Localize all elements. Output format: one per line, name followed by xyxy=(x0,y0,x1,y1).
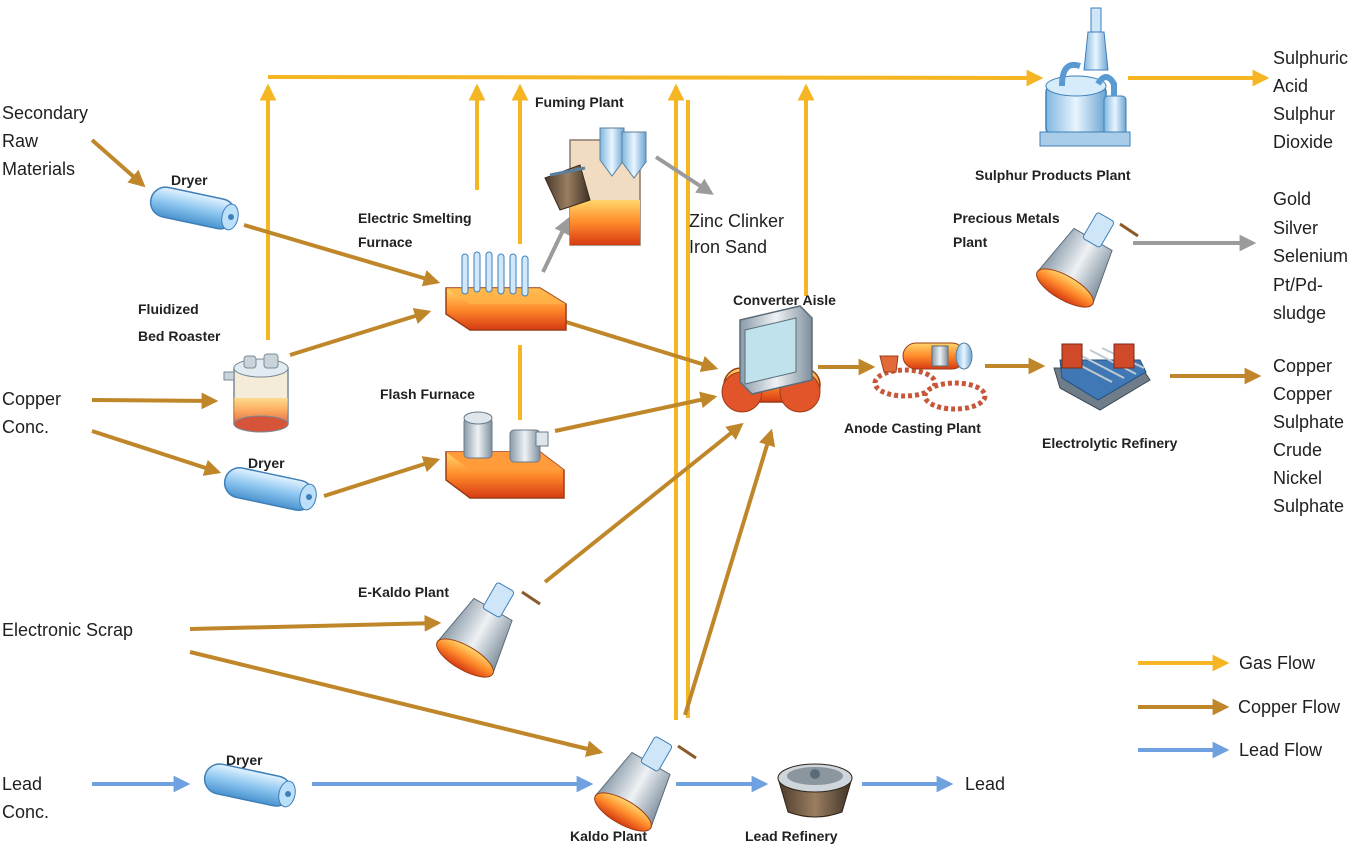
electronic-scrap-label: Electronic Scrap xyxy=(2,620,134,640)
gas-main-header xyxy=(267,69,1044,87)
lead-refinery-label: Lead Refinery xyxy=(745,828,838,844)
dryer-2-icon xyxy=(223,467,317,511)
silver-text: Silver xyxy=(1273,217,1319,238)
cu-ekaldo-to-converter xyxy=(543,422,744,584)
lead-conc-label: Lead Conc. xyxy=(2,770,49,826)
electric-smelting-furnace-icon xyxy=(445,251,567,331)
cu-scrap-to-ekaldo xyxy=(189,614,442,632)
lead-output-label: Lead xyxy=(965,774,1006,794)
copper-conc-line-1: Copper xyxy=(2,389,62,409)
dryer-3-icon xyxy=(203,763,296,808)
byproduct-arrows xyxy=(541,155,1257,273)
converter-icon xyxy=(721,305,821,413)
electric-smelting-line-2: Furnace xyxy=(358,234,413,250)
copper-conc-line-2: Conc. xyxy=(2,417,50,437)
copper-output-line-1: Copper xyxy=(1273,356,1333,376)
cu-roaster-to-electric xyxy=(289,307,432,357)
gold-text: Gold xyxy=(1273,189,1312,209)
e-kaldo-plant-label: E-Kaldo Plant xyxy=(358,584,450,600)
sulphur-output-line-2: Acid xyxy=(1273,76,1309,96)
sludge-text: sludge xyxy=(1273,303,1327,323)
precious-metals-line-2: Plant xyxy=(953,234,988,250)
legend-gas-label: Gas Flow xyxy=(1239,653,1316,673)
iron-sand-text: Iron Sand xyxy=(689,237,768,257)
copper-output-label: Copper Copper Sulphate Crude Nickel Sulp… xyxy=(1273,352,1344,520)
sulphur-plant-icon xyxy=(1039,7,1131,147)
dryer-1-label: Dryer xyxy=(171,172,208,188)
secondary-raw-line-3: Materials xyxy=(2,159,76,179)
copper-flow-arrows xyxy=(90,138,1262,757)
cu-dryer-to-electric xyxy=(243,223,441,287)
electrolytic-refinery-label: Electrolytic Refinery xyxy=(1042,435,1178,451)
grey-fuming-to-zinc xyxy=(654,155,714,195)
cu-flash-to-converter xyxy=(554,391,718,433)
zinc-iron-output-label: Zinc Clinker Iron Sand xyxy=(689,208,784,260)
electrolytic-refinery-icon xyxy=(1053,343,1151,411)
copper-output-line-2: Copper xyxy=(1273,384,1333,404)
zinc-clinker-text: Zinc Clinker xyxy=(689,211,785,231)
copper-output-line-4: Crude xyxy=(1273,440,1323,460)
dryer-2-label: Dryer xyxy=(248,455,285,471)
secondary-raw-line-2: Raw xyxy=(2,131,39,151)
copper-output-line-6: Sulphate xyxy=(1273,496,1345,516)
fuming-plant-icon xyxy=(544,127,647,246)
sulphur-output-line-1: Sulphuric xyxy=(1273,48,1349,68)
kaldo-furnace-icon xyxy=(594,736,697,832)
copper-conc-label: Copper Conc. xyxy=(2,385,61,441)
roaster-line-1: Fluidized xyxy=(138,301,199,317)
fluidized-bed-roaster-label: Fluidized Bed Roaster xyxy=(138,296,220,350)
cu-kaldo-to-converter xyxy=(683,428,776,716)
sulphur-output-line-3: Sulphur xyxy=(1273,104,1336,124)
roaster-line-2: Bed Roaster xyxy=(138,328,221,344)
anode-casting-icon xyxy=(872,342,988,412)
cu-electric-to-converter xyxy=(565,320,719,373)
dryer-1-icon xyxy=(149,186,239,231)
cu-secondary-to-dryer xyxy=(90,138,146,188)
kaldo-plant-label: Kaldo Plant xyxy=(570,828,648,844)
legend-lead-label: Lead Flow xyxy=(1239,740,1323,760)
copper-output-line-3: Sulphate xyxy=(1273,412,1345,432)
cu-dryer-to-flash xyxy=(323,456,441,498)
lead-conc-line-2: Conc. xyxy=(2,802,50,822)
cu-scrap-to-kaldo xyxy=(189,650,604,757)
precious-output-label: Gold Silver Selenium Pt/Pd- sludge xyxy=(1273,185,1348,328)
sulphur-products-plant-label: Sulphur Products Plant xyxy=(975,167,1131,183)
precious-metals-plant-label: Precious Metals Plant xyxy=(953,206,1060,254)
pt-pd-text: Pt/Pd- xyxy=(1273,274,1324,295)
electric-smelting-furnace-label: Electric Smelting Furnace xyxy=(358,206,472,254)
sulphur-output-line-4: Dioxide xyxy=(1273,132,1334,152)
precious-metals-line-1: Precious Metals xyxy=(953,210,1060,226)
fuming-plant-label: Fuming Plant xyxy=(535,94,624,110)
secondary-raw-line-1: Secondary xyxy=(2,103,89,123)
roaster-icon xyxy=(223,353,289,433)
copper-output-line-5: Nickel xyxy=(1273,468,1323,488)
converter-aisle-label: Converter Aisle xyxy=(733,292,836,308)
lead-conc-line-1: Lead xyxy=(2,774,43,794)
selenium-text: Selenium xyxy=(1273,246,1349,266)
legend-copper-label: Copper Flow xyxy=(1238,697,1341,717)
cu-conc-to-dryer xyxy=(91,429,222,476)
legend-lines xyxy=(1138,654,1230,759)
lead-refinery-kettle-icon xyxy=(777,763,853,818)
electric-smelting-line-1: Electric Smelting xyxy=(358,210,472,226)
flash-furnace-icon xyxy=(445,411,565,499)
dryer-3-label: Dryer xyxy=(226,752,263,768)
precious-metals-furnace-icon xyxy=(1036,212,1139,308)
secondary-raw-materials-label: Secondary Raw Materials xyxy=(2,99,88,183)
e-kaldo-furnace-icon xyxy=(436,582,541,678)
cu-conc-to-roaster xyxy=(91,392,219,410)
sulphur-output-label: Sulphuric Acid Sulphur Dioxide xyxy=(1273,44,1348,156)
grey-electric-to-fuming xyxy=(541,216,570,273)
flash-furnace-label: Flash Furnace xyxy=(380,386,475,402)
anode-casting-plant-label: Anode Casting Plant xyxy=(844,420,981,436)
